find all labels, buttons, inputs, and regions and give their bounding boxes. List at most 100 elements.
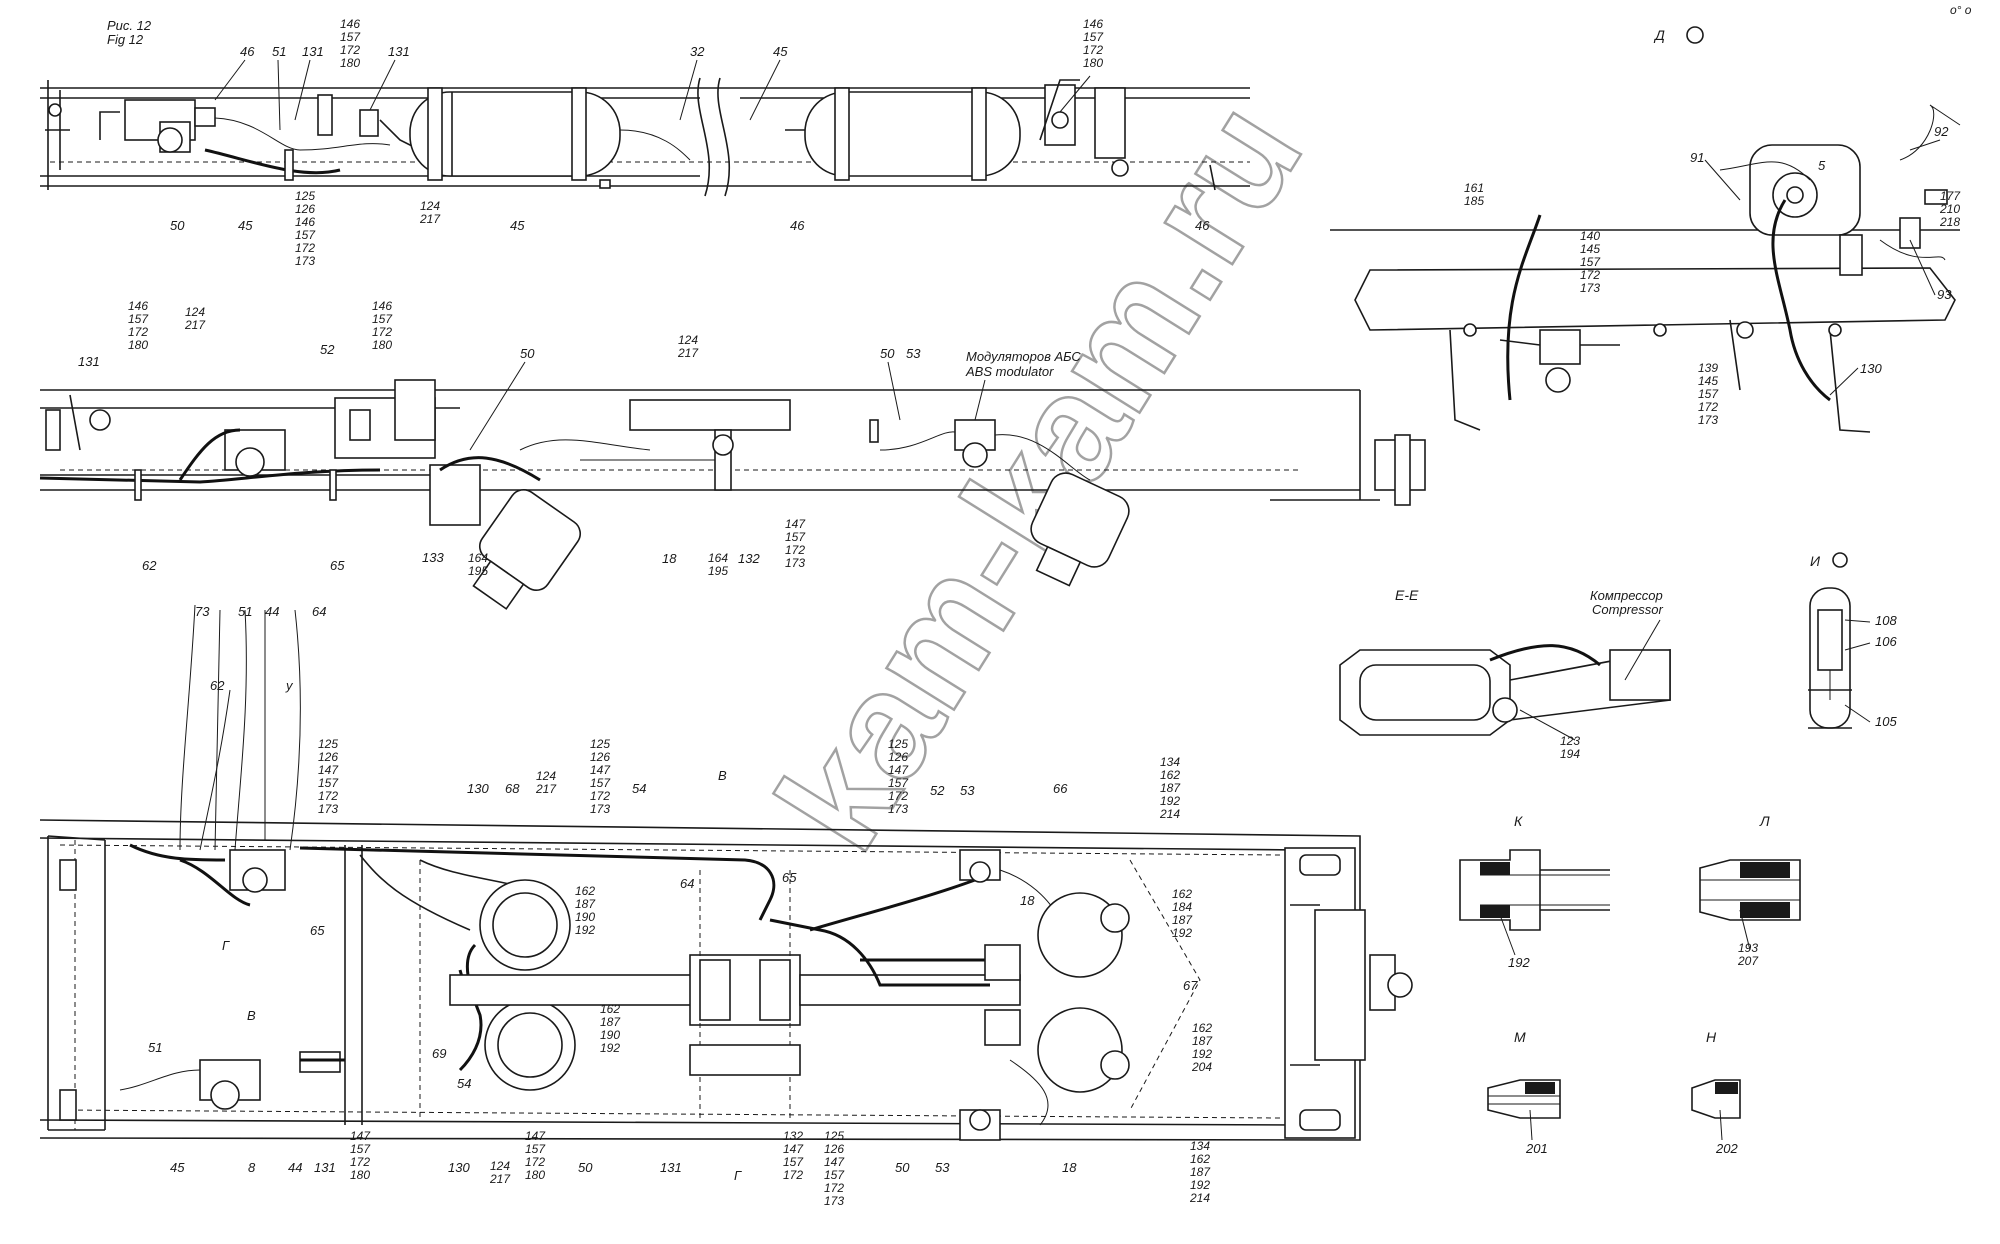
fig-ref-ru: Рис. 12	[107, 18, 152, 33]
label-45: 45	[510, 218, 525, 233]
label-130: 130	[448, 1160, 470, 1175]
label-64: 64	[312, 604, 326, 619]
label-65: 65	[330, 558, 345, 573]
view-i-title: И	[1810, 553, 1821, 569]
label-53: 53	[960, 783, 975, 798]
view-m: М	[1487, 1029, 1561, 1119]
labels-view-d: 91 5 92 93 130	[1690, 124, 1952, 376]
label-106: 106	[1875, 634, 1897, 649]
view-d: Д	[1330, 26, 1961, 433]
label-arrow-v: В	[718, 768, 727, 783]
label-192: 192	[1508, 955, 1530, 970]
label-arrow-g: Г	[734, 1168, 742, 1183]
label-131: 131	[302, 44, 324, 59]
label-93: 93	[1937, 287, 1952, 302]
view-l-title: Л	[1759, 813, 1770, 829]
labels-details: 108 106 105 192 201 202	[1508, 613, 1897, 1156]
label-32: 32	[690, 44, 705, 59]
view-ee-title: Е-Е	[1395, 587, 1419, 603]
label-50: 50	[170, 218, 185, 233]
label-18: 18	[1062, 1160, 1077, 1175]
label-67: 67	[1183, 978, 1198, 993]
labels-bottom-plan: В Г В Г 130 68 54 52 53 66 64 65 65 18 6…	[148, 768, 1198, 1183]
label-modulator-ru: Модуляторов АБС	[966, 349, 1081, 364]
label-54: 54	[632, 781, 646, 796]
label-202: 202	[1715, 1141, 1738, 1156]
view-k: К	[1459, 813, 1610, 931]
label-arrow-y: у	[285, 678, 294, 693]
labels-top-frame: 46 51 131 131 32 45 50 45 45 46 46	[170, 44, 1210, 233]
label-65: 65	[310, 923, 325, 938]
label-131: 131	[78, 354, 100, 369]
label-50: 50	[578, 1160, 593, 1175]
connecting-lines	[179, 604, 301, 851]
watermark: kam-kam.ru	[745, 74, 1334, 877]
label-92: 92	[1934, 124, 1949, 139]
label-45: 45	[238, 218, 253, 233]
label-51: 51	[148, 1040, 162, 1055]
labels-middle-frame: 131 52 50 50 53 Модуляторов АБС ABS modu…	[78, 342, 1081, 573]
label-52: 52	[320, 342, 335, 357]
bottom-plan-view	[39, 819, 1413, 1141]
label-132: 132	[738, 551, 760, 566]
view-n-title: Н	[1706, 1029, 1717, 1045]
view-m-title: М	[1514, 1029, 1526, 1045]
corner-mark: o° o	[1950, 3, 1972, 17]
label-44: 44	[288, 1160, 302, 1175]
label-18: 18	[662, 551, 677, 566]
label-arrow-g: Г	[222, 938, 230, 953]
view-k-title: К	[1514, 813, 1523, 829]
compressor-label-ru: Компрессор	[1590, 588, 1663, 603]
label-46: 46	[1195, 218, 1210, 233]
label-50: 50	[880, 346, 895, 361]
label-50: 50	[895, 1160, 910, 1175]
fig-ref-en: Fig 12	[107, 32, 144, 47]
label-44: 44	[265, 604, 279, 619]
label-62: 62	[142, 558, 157, 573]
label-73: 73	[195, 604, 210, 619]
label-65: 65	[782, 870, 797, 885]
label-201: 201	[1525, 1141, 1548, 1156]
labels-connectors: 73 51 44 64 62 у	[195, 604, 326, 693]
view-i: И	[1808, 552, 1852, 729]
label-133: 133	[422, 550, 444, 565]
label-69: 69	[432, 1046, 446, 1061]
label-18: 18	[1020, 893, 1035, 908]
label-108: 108	[1875, 613, 1897, 628]
compressor-label-en: Compressor	[1592, 602, 1663, 617]
figure-reference: Рис. 12 Fig 12 o° o	[107, 3, 1972, 47]
label-91: 91	[1690, 150, 1704, 165]
label-45: 45	[773, 44, 788, 59]
label-45: 45	[170, 1160, 185, 1175]
label-131: 131	[314, 1160, 336, 1175]
label-modulator-en: ABS modulator	[965, 364, 1054, 379]
view-l: Л	[1699, 813, 1801, 921]
label-53: 53	[935, 1160, 950, 1175]
label-8: 8	[248, 1160, 256, 1175]
label-51: 51	[272, 44, 286, 59]
